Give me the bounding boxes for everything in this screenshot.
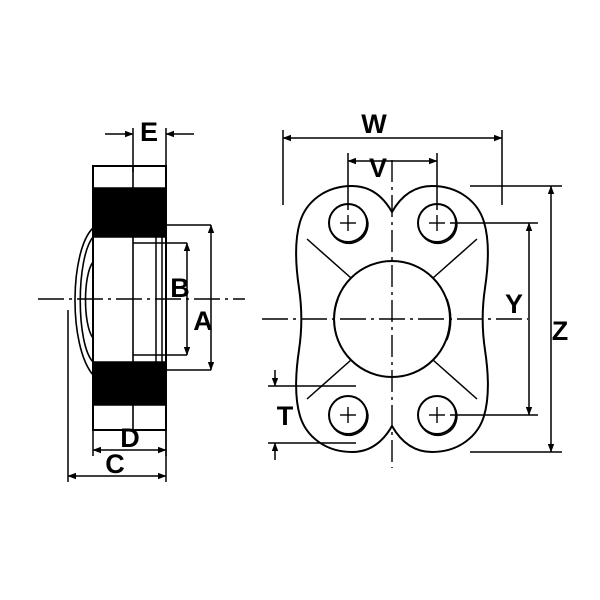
- rib-bottom-left: [306, 359, 352, 400]
- bolt-hole-shadow-arc: [420, 424, 448, 437]
- inner-sleeve-projection: [133, 224, 211, 371]
- dim-label-T: T: [277, 401, 294, 431]
- bolt-hole-shadow-arc: [331, 424, 359, 437]
- bolt-hole-shadow-arc2: [357, 407, 369, 434]
- dimension-C: [67, 310, 167, 482]
- radial-ribs: [306, 238, 478, 400]
- flange-collar-upper-hatch: [93, 188, 166, 237]
- bore-bulge-arc: [84, 261, 94, 339]
- section-view: E B A D C: [38, 117, 245, 482]
- rib-top-right: [432, 238, 478, 279]
- dim-label-W: W: [361, 109, 387, 139]
- dim-label-Z: Z: [552, 316, 569, 346]
- dimension-T: [268, 370, 356, 460]
- bolt-hole-bottom-left: [328, 395, 369, 437]
- dimension-Z: [470, 185, 562, 453]
- rib-top-left: [306, 238, 352, 279]
- bolt-hole-shadow-arc2: [446, 407, 458, 434]
- bolt-hole-shadow-arc2: [446, 215, 458, 242]
- dimension-W: [282, 130, 503, 205]
- bolt-hole-circle: [328, 395, 368, 435]
- dim-label-Y: Y: [505, 289, 523, 319]
- dim-label-E: E: [140, 117, 158, 147]
- dim-label-B: B: [170, 273, 190, 303]
- dim-label-C: C: [105, 449, 125, 479]
- bolt-hole-shadow-arc: [420, 232, 448, 245]
- bolt-hole-shadow-arc2: [357, 215, 369, 242]
- flange-collar-lower-hatch: [93, 362, 166, 405]
- dimension-Y: [450, 222, 538, 416]
- rib-bottom-right: [432, 359, 478, 400]
- bolt-hole-shadow-arc: [331, 232, 359, 245]
- dim-label-A: A: [193, 306, 213, 336]
- outer-bulge-arc: [74, 227, 94, 376]
- dim-label-V: V: [369, 153, 387, 183]
- flange-body-outline: [92, 165, 167, 431]
- dimension-E: [105, 128, 194, 172]
- inner-bulge-arc: [79, 236, 94, 363]
- section-rear-arcs: [74, 227, 94, 376]
- face-view: W V Y Z T: [262, 109, 568, 468]
- dim-label-D: D: [120, 423, 140, 453]
- dimension-V: [347, 153, 438, 210]
